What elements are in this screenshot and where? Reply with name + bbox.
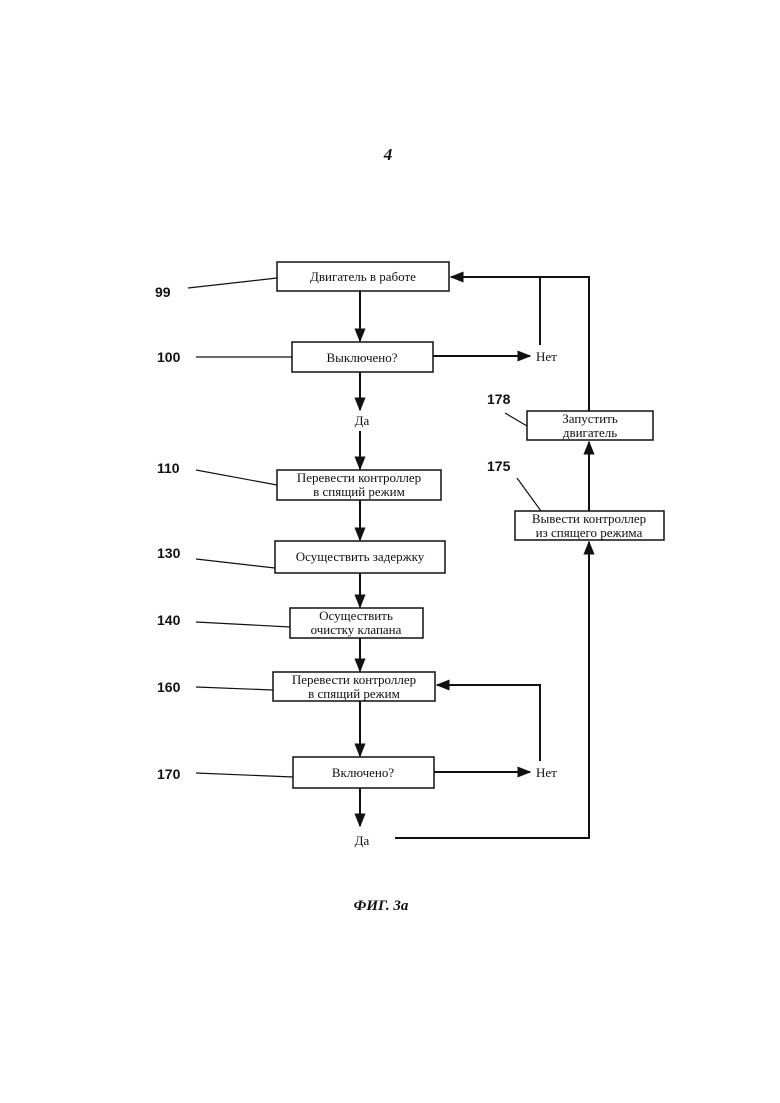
leader-175 xyxy=(517,478,541,511)
on-question-label: Включено? xyxy=(332,765,394,780)
purge-line1: Осуществить xyxy=(319,608,393,623)
sleep-1-line1: Перевести контроллер xyxy=(297,470,421,485)
figure-caption: ФИГ. 3а xyxy=(354,898,409,914)
ref-110: 110 xyxy=(157,460,180,476)
leader-99 xyxy=(188,278,277,288)
ref-178: 178 xyxy=(487,391,511,407)
arrow-178-to-99 xyxy=(540,277,589,411)
leader-130 xyxy=(196,559,275,568)
sleep-2-line1: Перевести контроллер xyxy=(292,672,416,687)
start-line2: двигатель xyxy=(563,425,617,440)
leader-178 xyxy=(505,413,527,426)
sleep-2-line2: в спящий режим xyxy=(308,686,400,701)
ref-99: 99 xyxy=(155,284,171,300)
yes-label-2: Да xyxy=(355,833,370,848)
arrow-no-loop-to-160 xyxy=(437,685,540,761)
arrow-no-loop-to-99 xyxy=(451,277,540,345)
wake-line2: из спящего режима xyxy=(536,525,643,540)
yes-label-1: Да xyxy=(355,413,370,428)
ref-175: 175 xyxy=(487,458,511,474)
sleep-1-line2: в спящий режим xyxy=(313,484,405,499)
ref-130: 130 xyxy=(157,545,181,561)
ref-100: 100 xyxy=(157,349,181,365)
ref-140: 140 xyxy=(157,612,181,628)
start-line1: Запустить xyxy=(562,411,618,426)
wake-line1: Вывести контроллер xyxy=(532,511,646,526)
delay-label: Осуществить задержку xyxy=(296,549,425,564)
page-number: 4 xyxy=(383,145,393,164)
ref-170: 170 xyxy=(157,766,181,782)
purge-line2: очистку клапана xyxy=(311,622,402,637)
leader-110 xyxy=(196,470,277,485)
engine-running-label: Двигатель в работе xyxy=(310,269,416,284)
leader-170 xyxy=(196,773,293,777)
leader-140 xyxy=(196,622,290,627)
no-label-2: Нет xyxy=(536,765,557,780)
ref-160: 160 xyxy=(157,679,181,695)
off-question-label: Выключено? xyxy=(327,350,398,365)
no-label-1: Нет xyxy=(536,349,557,364)
leader-160 xyxy=(196,687,273,690)
